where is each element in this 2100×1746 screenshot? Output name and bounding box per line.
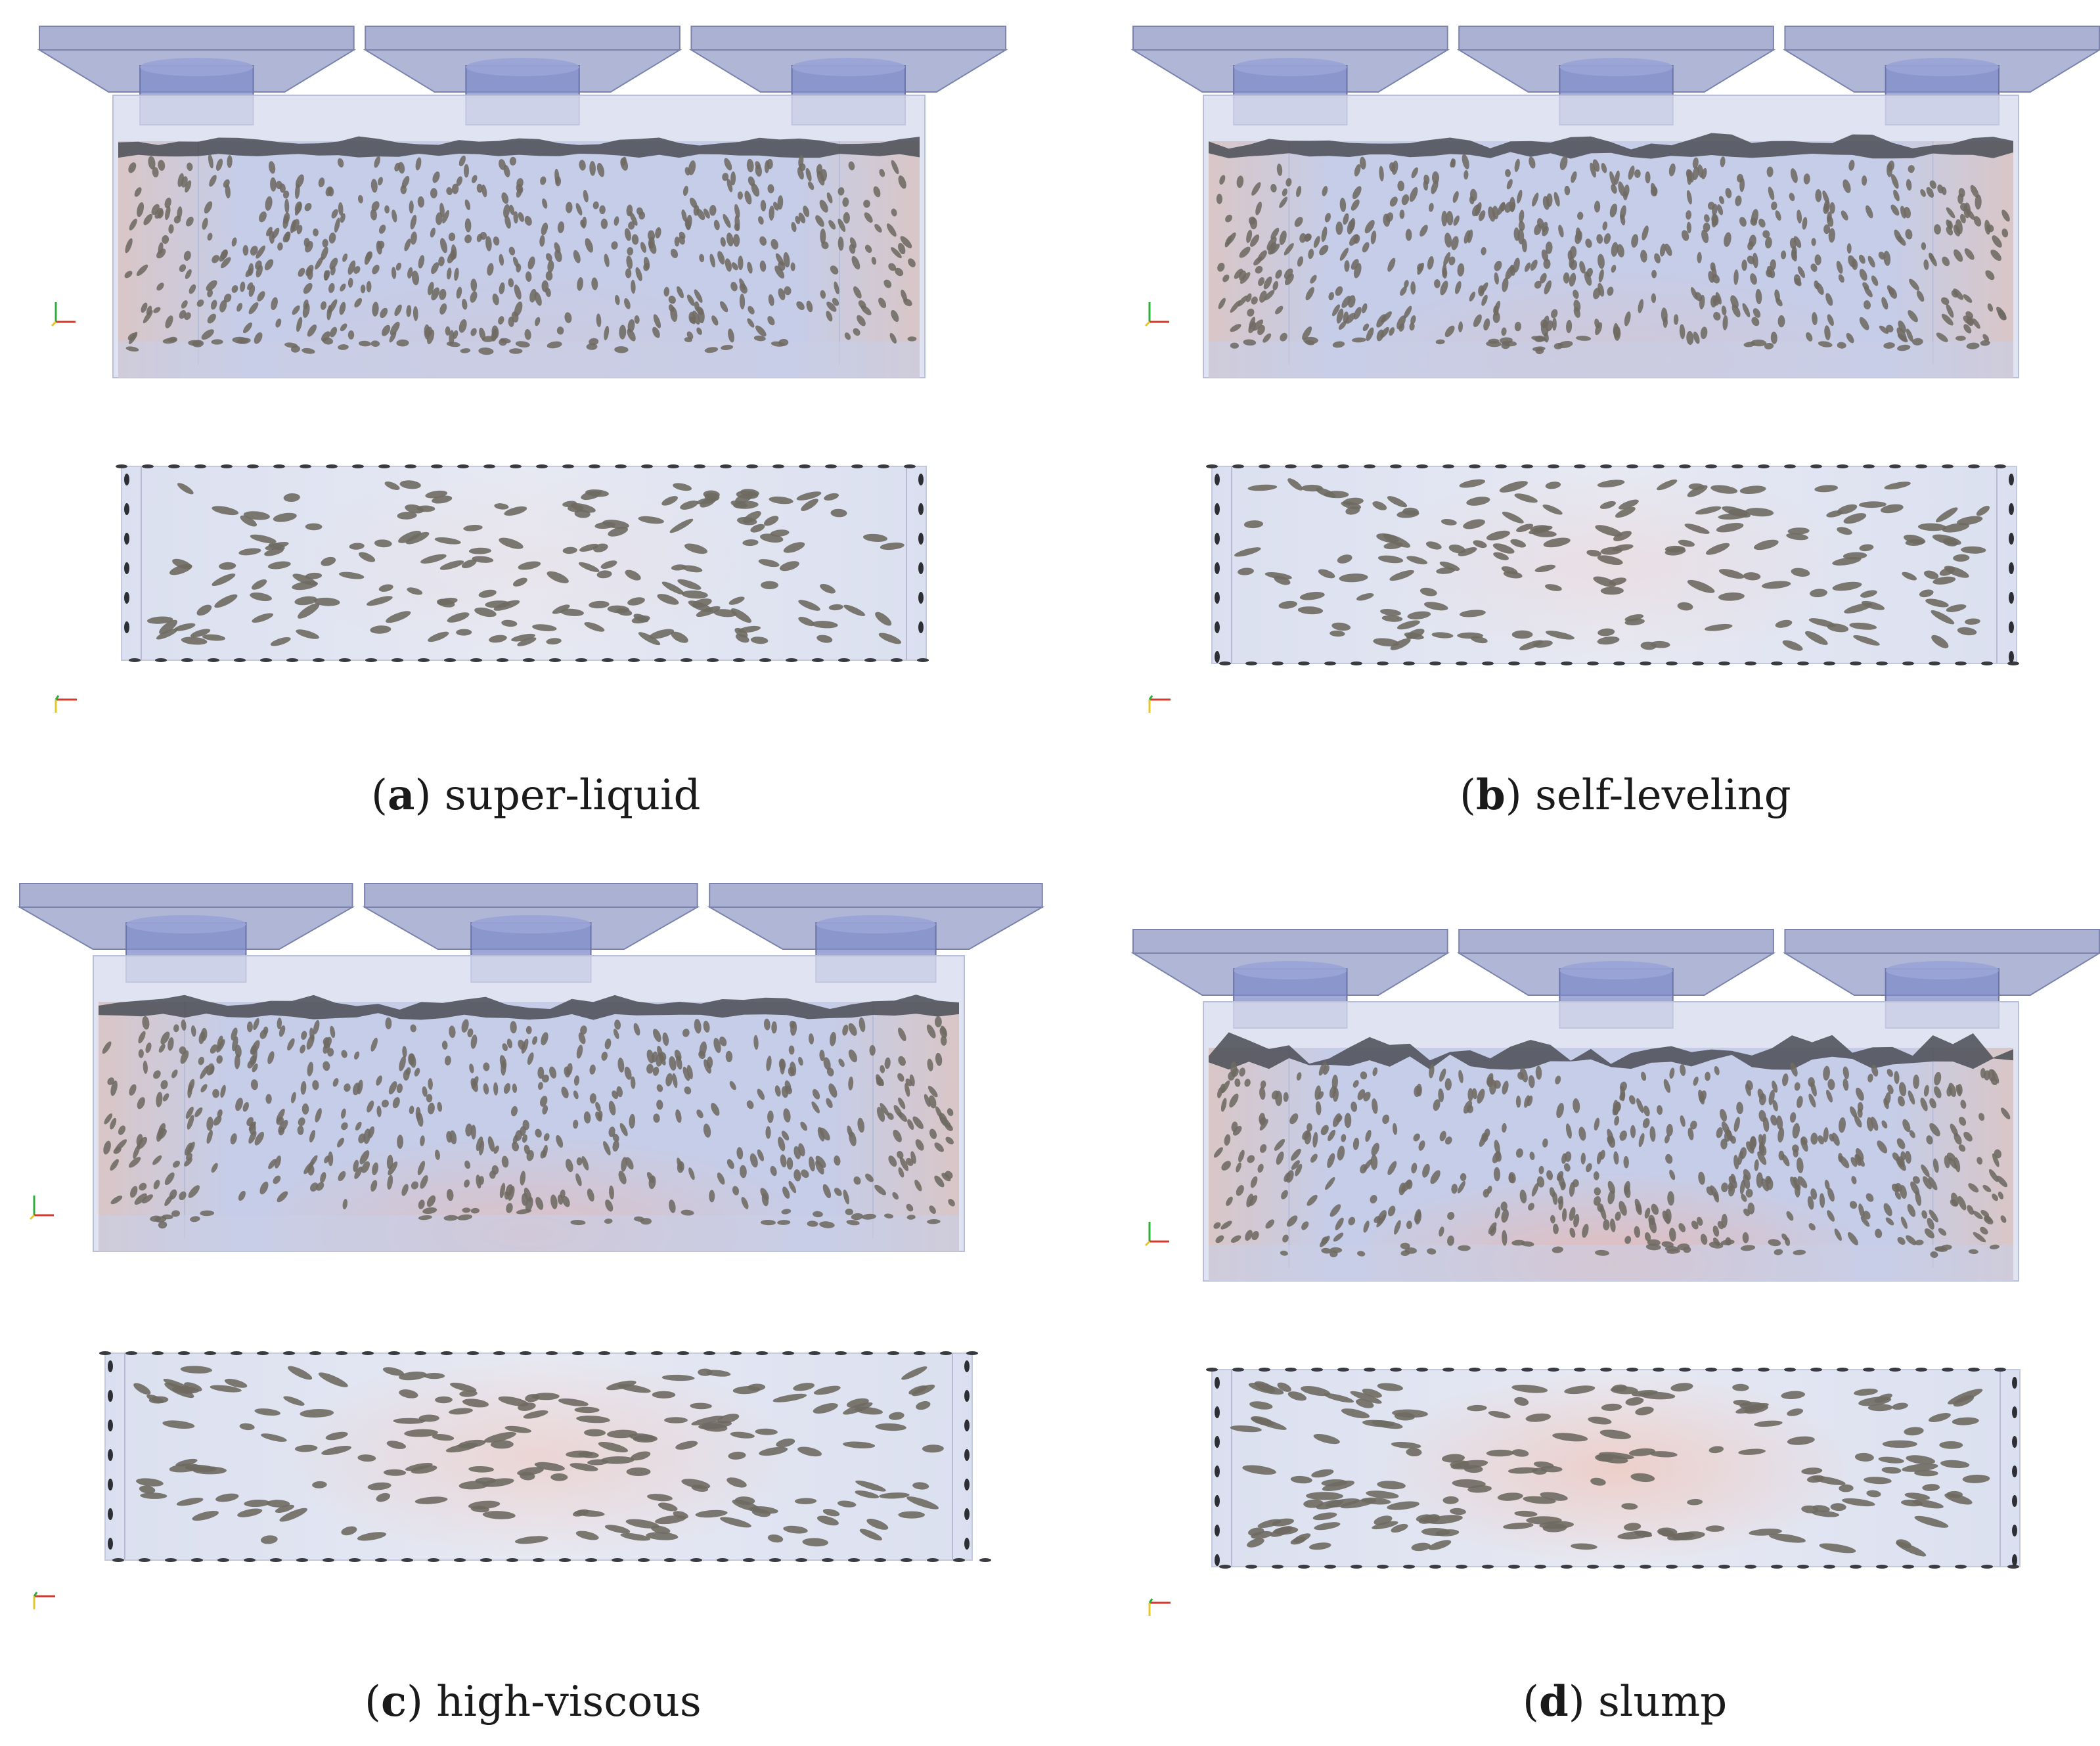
top-view-tank bbox=[1206, 1368, 2021, 1569]
axis-triad-icon bbox=[1144, 1222, 1169, 1247]
caption-paren-close: ) bbox=[1569, 1678, 1598, 1726]
caption-letter: a bbox=[388, 771, 414, 820]
caption-c: (c) high-viscous bbox=[365, 1677, 702, 1726]
panel-a: (a) super-liquid bbox=[37, 26, 1008, 820]
hopper-unit bbox=[1456, 929, 1776, 1029]
caption-label: slump bbox=[1598, 1678, 1727, 1726]
caption-paren-open: ( bbox=[371, 771, 388, 820]
fibre-particles bbox=[1234, 478, 1990, 651]
axis-triad-icon bbox=[1148, 695, 1171, 713]
caption-letter: c bbox=[381, 1677, 407, 1726]
caption-label: super-liquid bbox=[445, 771, 701, 820]
caption-paren-close: ) bbox=[414, 771, 444, 820]
hopper-unit bbox=[1130, 929, 1450, 1029]
fibre-particles bbox=[102, 1016, 955, 1229]
free-surface bbox=[1209, 133, 2013, 159]
fibre-particles bbox=[133, 1366, 944, 1547]
free-surface bbox=[118, 136, 920, 158]
edge-fibres bbox=[1206, 1368, 2019, 1569]
free-surface bbox=[1209, 1032, 2013, 1070]
fibre-particles bbox=[1216, 154, 2010, 355]
panel-d: (d) slump bbox=[1130, 929, 2100, 1726]
side-view-tank bbox=[112, 95, 926, 378]
edge-fibres bbox=[99, 1351, 991, 1562]
caption-label: high-viscous bbox=[436, 1678, 701, 1726]
caption-paren-open: ( bbox=[365, 1678, 381, 1726]
fibre-particles bbox=[146, 480, 905, 646]
side-view-tank bbox=[1203, 1001, 2019, 1282]
axis-triad-icon bbox=[1144, 302, 1169, 327]
axis-triad-icon bbox=[29, 1196, 54, 1220]
caption-label: self-leveling bbox=[1535, 771, 1791, 820]
fibre-particles bbox=[1230, 1381, 1990, 1557]
caption-a: (a) super-liquid bbox=[371, 771, 700, 820]
axis-triad-icon bbox=[51, 302, 76, 327]
edge-fibres bbox=[1206, 464, 2019, 665]
caption-paren-open: ( bbox=[1460, 771, 1476, 820]
axis-triad-icon bbox=[1148, 1598, 1171, 1616]
caption-d: (d) slump bbox=[1523, 1677, 1727, 1726]
caption-letter: b bbox=[1476, 771, 1506, 820]
hopper-assembly bbox=[1130, 929, 2100, 1029]
axis-triad-icon bbox=[33, 1592, 55, 1609]
caption-paren-close: ) bbox=[1506, 771, 1535, 820]
panel-b: (b) self-leveling bbox=[1130, 26, 2100, 820]
top-view-tank bbox=[116, 464, 929, 662]
fibre-particles bbox=[124, 154, 917, 355]
free-surface bbox=[99, 995, 959, 1020]
top-view-tank bbox=[99, 1351, 991, 1562]
edge-fibres bbox=[116, 464, 929, 662]
panel-c: (c) high-viscous bbox=[17, 883, 1045, 1726]
top-view-tank bbox=[1206, 464, 2019, 665]
fibre-particles bbox=[1213, 1061, 2011, 1258]
caption-b: (b) self-leveling bbox=[1460, 771, 1791, 820]
hopper-unit bbox=[1782, 929, 2100, 1029]
axis-triad-icon bbox=[55, 695, 77, 713]
caption-paren-open: ( bbox=[1523, 1678, 1539, 1726]
caption-paren-close: ) bbox=[407, 1678, 436, 1726]
side-view-tank bbox=[1203, 95, 2019, 378]
side-view-tank bbox=[93, 955, 965, 1252]
caption-letter: d bbox=[1539, 1677, 1569, 1726]
